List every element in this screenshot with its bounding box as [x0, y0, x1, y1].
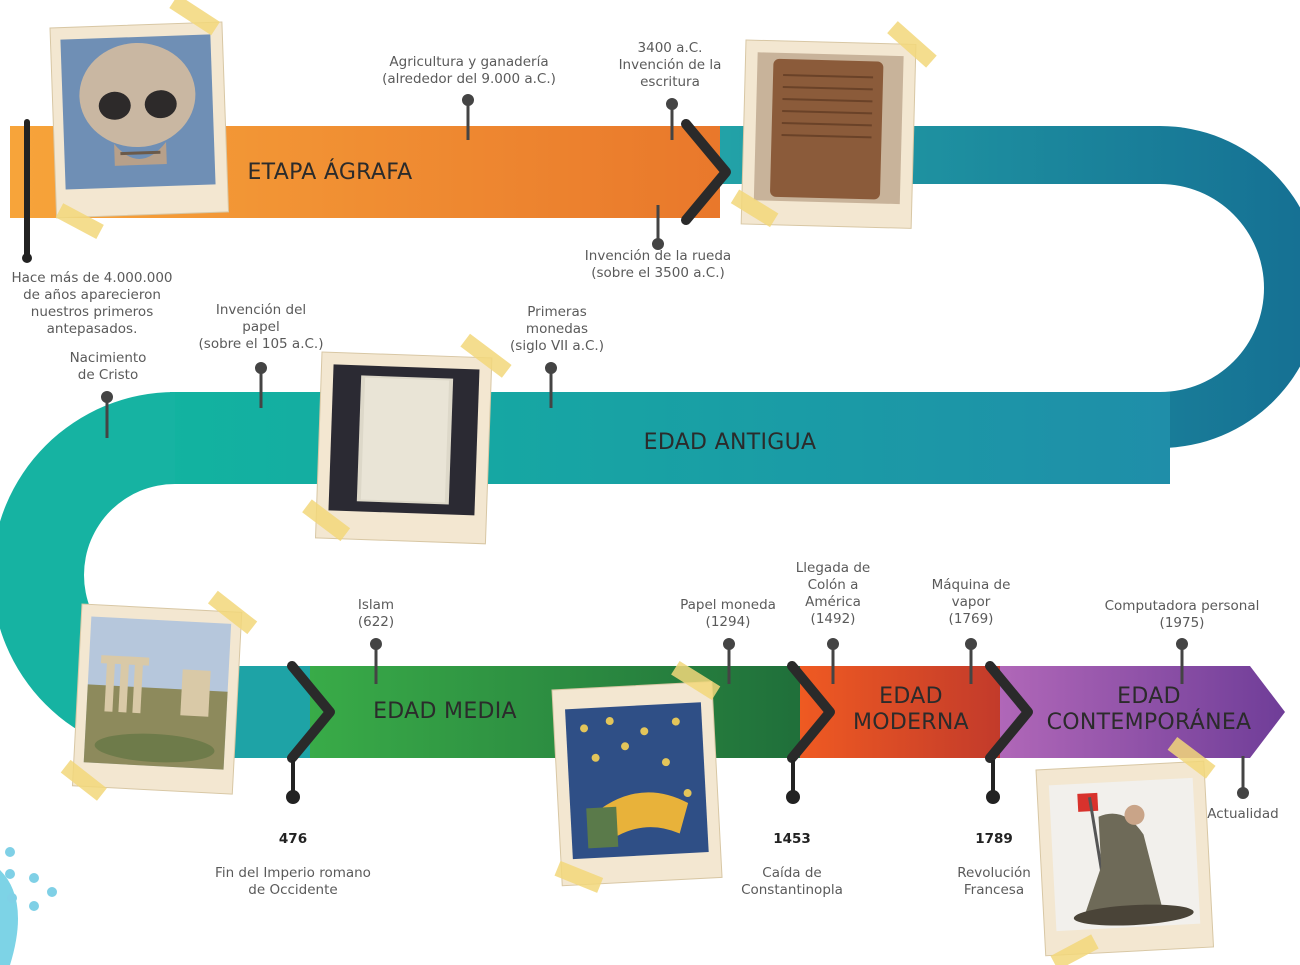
event-papel: Invención del papel (sobre el 105 a.C.): [198, 302, 324, 352]
event-cristo: Nacimiento de Cristo: [69, 350, 147, 383]
era-antigua-title: EDAD ANTIGUA: [643, 430, 817, 455]
milestone-1789-text: Revolución Francesa: [957, 865, 1031, 898]
chevron-1453: [787, 661, 835, 763]
papyrus-photo: [302, 333, 512, 545]
chevron-1789: [985, 661, 1033, 763]
decorative-dots: [0, 847, 57, 965]
era-media-title: EDAD MEDIA: [373, 699, 517, 724]
milestone-1789: 1789 Revolución Francesa: [944, 814, 1044, 899]
liberty-painting-photo: [1035, 737, 1216, 965]
event-colon: Llegada de Colón a América (1492): [795, 560, 871, 627]
chevron-476: [287, 661, 335, 763]
milestone-476-year: 476: [278, 831, 308, 847]
milestone-1453: 1453 Caída de Constantinopla: [726, 814, 858, 899]
milestone-1453-year: 1453: [773, 831, 811, 847]
event-agricultura: Agricultura y ganadería (alrededor del 9…: [382, 54, 556, 87]
event-papel-moneda: Papel moneda (1294): [680, 597, 776, 630]
event-vapor: Máquina de vapor (1769): [931, 577, 1011, 627]
band-contemporanea: [1000, 666, 1285, 758]
milestone-1789-year: 1789: [975, 831, 1013, 847]
medieval-painting-photo: [551, 660, 723, 893]
event-escritura: 3400 a.C. Invención de la escritura: [618, 40, 722, 90]
event-rueda: Invención de la rueda (sobre el 3500 a.C…: [584, 248, 732, 281]
event-islam: Islam (622): [357, 597, 395, 630]
event-antepasados: Hace más de 4.000.000 de años apareciero…: [11, 270, 173, 337]
era-agrafa-title: ETAPA ÁGRAFA: [247, 160, 413, 185]
event-actualidad: Actualidad: [1207, 806, 1279, 822]
milestone-476-text: Fin del Imperio romano de Occidente: [215, 865, 371, 898]
event-computadora: Computadora personal (1975): [1104, 598, 1260, 631]
clay-tablet-photo: [730, 21, 937, 229]
era-moderna-title: EDAD MODERNA: [852, 684, 970, 735]
era-contemporanea-title: EDAD CONTEMPORÁNEA: [1046, 684, 1252, 735]
skull-photo: [49, 0, 230, 239]
milestone-1453-text: Caída de Constantinopla: [741, 865, 843, 898]
band-media-teal-start: [230, 666, 310, 758]
roman-forum-photo: [60, 590, 258, 801]
milestone-476: 476 Fin del Imperio romano de Occidente: [198, 814, 388, 899]
chevron-agrafa-end: [681, 119, 731, 225]
event-monedas: Primeras monedas (siglo VII a.C.): [510, 304, 604, 354]
